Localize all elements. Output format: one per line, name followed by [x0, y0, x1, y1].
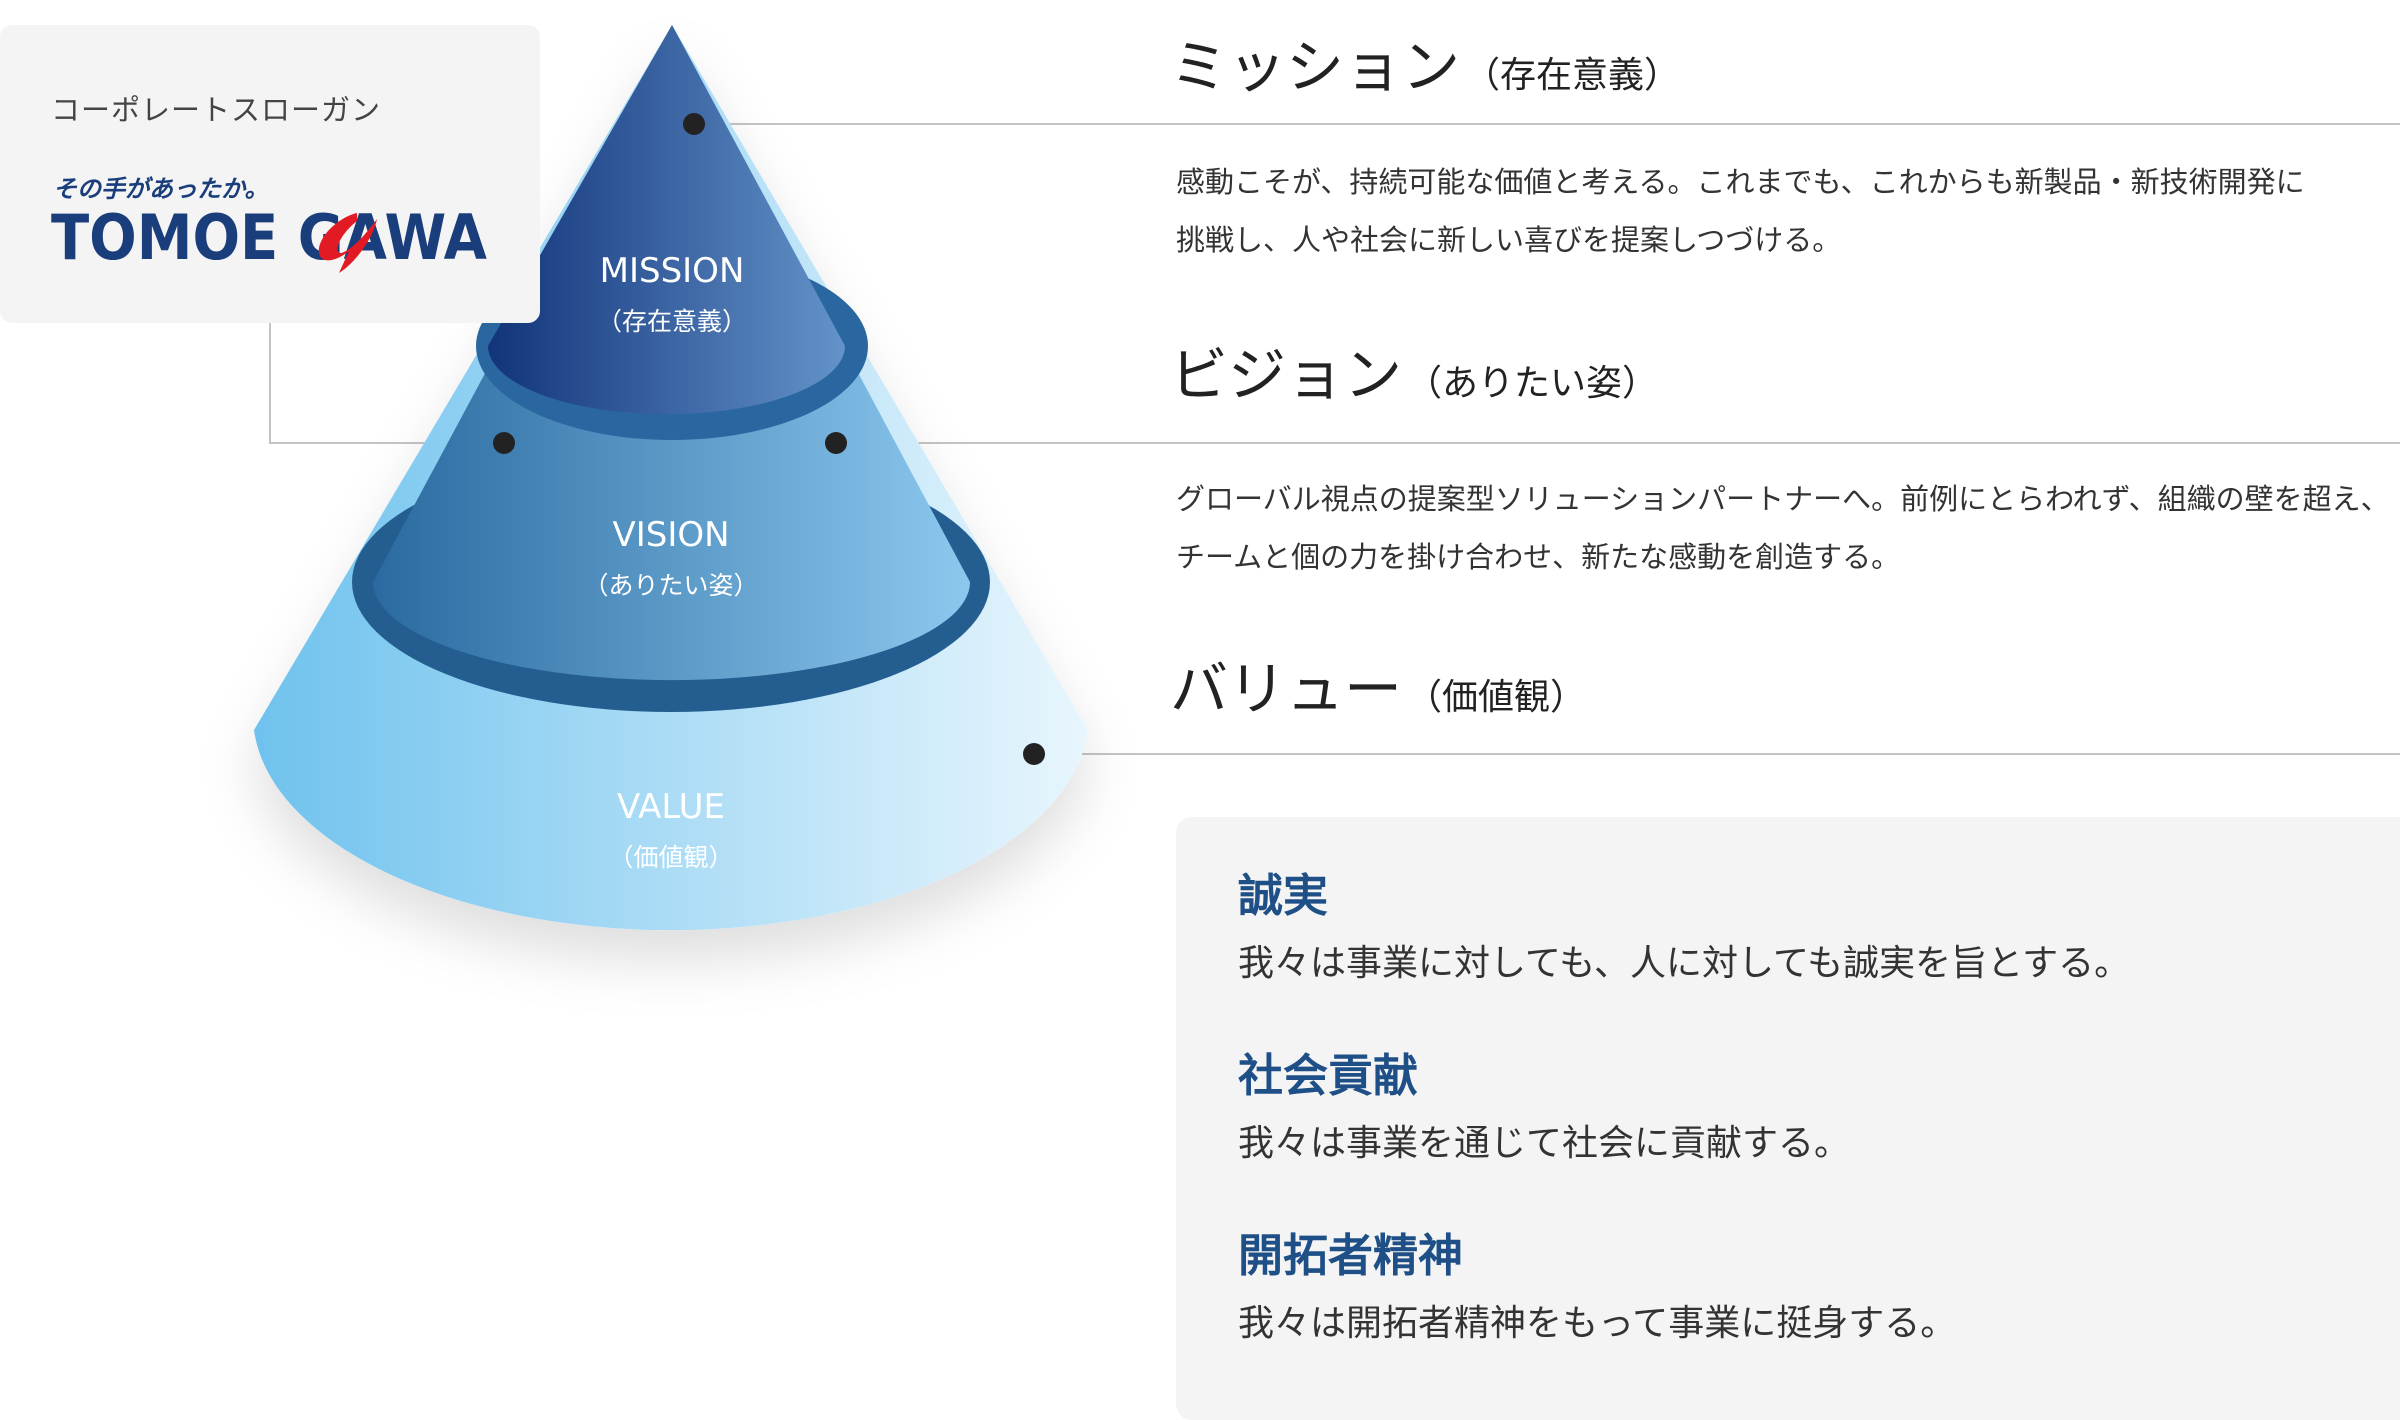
mission-title: ミッション: [1170, 33, 1461, 101]
value-item-text: 我々は事業を通じて社会に貢献する。: [1238, 1123, 1851, 1164]
value-heading: バリュー（価値観）: [1170, 660, 1586, 718]
value-item-social-contribution: 社会貢献 我々は事業を通じて社会に貢献する。: [1238, 1053, 1850, 1166]
slogan-tagline: その手があったか。: [53, 175, 269, 203]
value-tier-sub: （価値観）: [608, 843, 733, 872]
value-title: バリュー: [1170, 655, 1403, 723]
vision-heading: ビジョン（ありたい姿）: [1170, 346, 1658, 404]
logo-text: TOMOE GAWA: [51, 201, 487, 274]
vision-subtitle: （ありたい姿）: [1406, 363, 1659, 404]
value-tier-label: VALUE: [617, 787, 725, 827]
value-item-heading: 開拓者精神: [1238, 1229, 1464, 1282]
mission-tier-label: MISSION: [600, 251, 745, 291]
vision-dot-left: [493, 432, 515, 454]
value-item-pioneer-spirit: 開拓者精神 我々は開拓者精神をもって事業に挺身する。: [1238, 1233, 1956, 1346]
vision-body: グローバル視点の提案型ソリューションパートナーへ。前例にとらわれず、組織の壁を超…: [1176, 470, 2400, 586]
pyramid-diagram: MISSION （存在意義） VISION （ありたい姿） VALUE （価値観…: [254, 25, 1088, 931]
vision-title: ビジョン: [1170, 341, 1403, 409]
vision-tier-sub: （ありたい姿）: [583, 571, 758, 600]
mission-tier: [488, 25, 845, 415]
value-dot: [1023, 743, 1045, 765]
value-item-sincerity: 誠実 我々は事業に対しても、人に対しても誠実を旨とする。: [1238, 873, 2130, 986]
vision-line-1: グローバル視点の提案型ソリューションパートナーへ。前例にとらわれず、組織の壁を超…: [1176, 482, 2390, 516]
value-item-heading: 誠実: [1238, 869, 1329, 922]
vision-tier-label: VISION: [612, 515, 729, 555]
value-item-heading: 社会貢献: [1238, 1049, 1419, 1102]
mission-body: 感動こそが、持続可能な価値と考える。これまでも、これからも新製品・新技術開発に …: [1176, 153, 2400, 269]
value-item-text: 我々は事業に対しても、人に対しても誠実を旨とする。: [1238, 943, 2131, 984]
value-item-text: 我々は開拓者精神をもって事業に挺身する。: [1238, 1303, 1957, 1344]
tomoegawa-logo: TOMOE GAWA: [51, 201, 487, 274]
mission-subtitle: （存在意義）: [1464, 55, 1681, 96]
mission-tier-sub: （存在意義）: [597, 307, 747, 336]
mission-dot: [683, 113, 705, 135]
slogan-label: コーポレートスローガン: [51, 93, 382, 127]
logo-swoosh: [318, 213, 377, 273]
slogan-card: コーポレートスローガン その手があったか。 TOMOE GAWA: [0, 25, 540, 323]
mission-line-2: 挑戦し、人や社会に新しい喜びを提案しつづける。: [1176, 223, 1842, 257]
mission-line-1: 感動こそが、持続可能な価値と考える。これまでも、これからも新製品・新技術開発に: [1176, 165, 2305, 199]
mission-heading: ミッション（存在意義）: [1170, 38, 1680, 96]
value-subtitle: （価値観）: [1406, 677, 1587, 718]
vision-line-2: チームと個の力を掛け合わせ、新たな感動を創造する。: [1176, 540, 1901, 574]
values-panel: 誠実 我々は事業に対しても、人に対しても誠実を旨とする。 社会貢献 我々は事業を…: [1176, 817, 2400, 1420]
vision-dot-right: [825, 432, 847, 454]
